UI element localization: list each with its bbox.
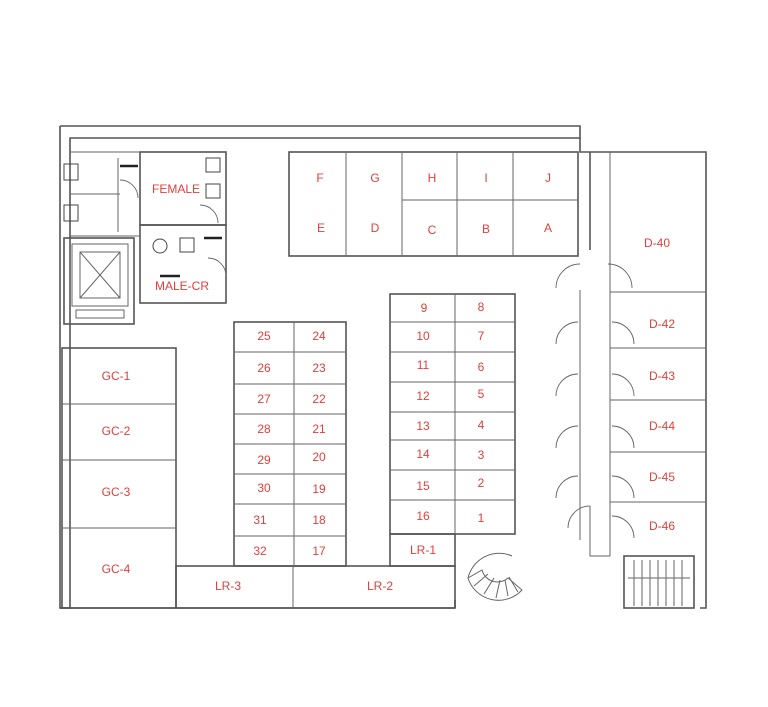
toilet-icon: [152, 238, 168, 254]
label-stall: B: [482, 222, 490, 236]
label-stall: J: [545, 171, 551, 185]
label-dressing: D-44: [649, 419, 675, 433]
label-cell: 6: [478, 360, 485, 374]
label-cell: 9: [421, 301, 428, 315]
label-cell: 15: [416, 479, 430, 493]
label-cell: 5: [478, 387, 485, 401]
label-gc: GC-3: [102, 485, 131, 499]
spiral-staircase: [467, 552, 523, 601]
label-cell: 3: [478, 448, 485, 462]
label-stall: F: [316, 171, 323, 185]
label-cell: 20: [312, 450, 326, 464]
label-stall: I: [484, 171, 487, 185]
gc-rooms: [61, 347, 177, 609]
label-stall: D: [371, 221, 380, 235]
label-cell: 8: [478, 300, 485, 314]
label-cell: 32: [253, 544, 267, 558]
label-gc: GC-2: [102, 424, 131, 438]
label-cell: 26: [257, 361, 271, 375]
toilet-icon: [63, 204, 79, 222]
label-cell: 28: [257, 422, 271, 436]
label-stall: G: [370, 171, 379, 185]
restroom-area: [63, 151, 227, 304]
label-cell: 12: [416, 389, 430, 403]
label-stall: C: [428, 223, 437, 237]
label-lr: LR-3: [215, 579, 241, 593]
label-stall: H: [428, 171, 437, 185]
label-cell: 1: [478, 511, 485, 525]
label-dressing: D-43: [649, 369, 675, 383]
building-outline: [59, 125, 707, 609]
label-cell: 4: [478, 418, 485, 432]
label-dressing: D-40: [644, 236, 670, 250]
label-cell: 27: [257, 392, 271, 406]
right-cell-block: [389, 293, 516, 535]
label-cell: 25: [257, 329, 271, 343]
label-cell: 31: [253, 513, 267, 527]
label-cell: 17: [312, 544, 326, 558]
label-cell: 22: [312, 392, 326, 406]
dressing-rooms: [555, 152, 706, 557]
label-cell: 16: [416, 509, 430, 523]
toilet-icon: [63, 163, 79, 181]
label-gc: GC-1: [102, 369, 131, 383]
label-cell: 19: [312, 482, 326, 496]
sink-icon: [179, 237, 195, 253]
label-cell: 7: [478, 329, 485, 343]
label-dressing: D-46: [649, 519, 675, 533]
label-cell: 24: [312, 329, 326, 343]
room-labels: FEMALE MALE-CR F G H I J E D C B A D-40 …: [102, 171, 676, 593]
elevator: [63, 237, 135, 325]
label-cell: 2: [478, 476, 485, 490]
label-dressing: D-42: [649, 317, 675, 331]
sink-icon: [205, 157, 221, 173]
label-cell: 30: [257, 481, 271, 495]
label-cell: 18: [312, 513, 326, 527]
label-female-cr: FEMALE: [152, 182, 200, 196]
stairs: [623, 555, 695, 609]
label-cell: 23: [312, 361, 326, 375]
label-stall: A: [544, 221, 552, 235]
label-lr: LR-2: [367, 579, 393, 593]
label-gc: GC-4: [102, 562, 131, 576]
label-cell: 13: [416, 419, 430, 433]
label-cell: 29: [257, 453, 271, 467]
label-cell: 10: [416, 329, 430, 343]
label-cell: 21: [312, 422, 326, 436]
label-cell: 14: [416, 447, 430, 461]
label-dressing: D-45: [649, 470, 675, 484]
label-lr: LR-1: [410, 543, 436, 557]
label-male-cr: MALE-CR: [155, 279, 209, 293]
top-stalls: [288, 151, 579, 257]
left-cell-block: [233, 321, 347, 567]
sink-icon: [205, 183, 221, 199]
label-cell: 11: [417, 358, 430, 372]
label-stall: E: [317, 221, 325, 235]
